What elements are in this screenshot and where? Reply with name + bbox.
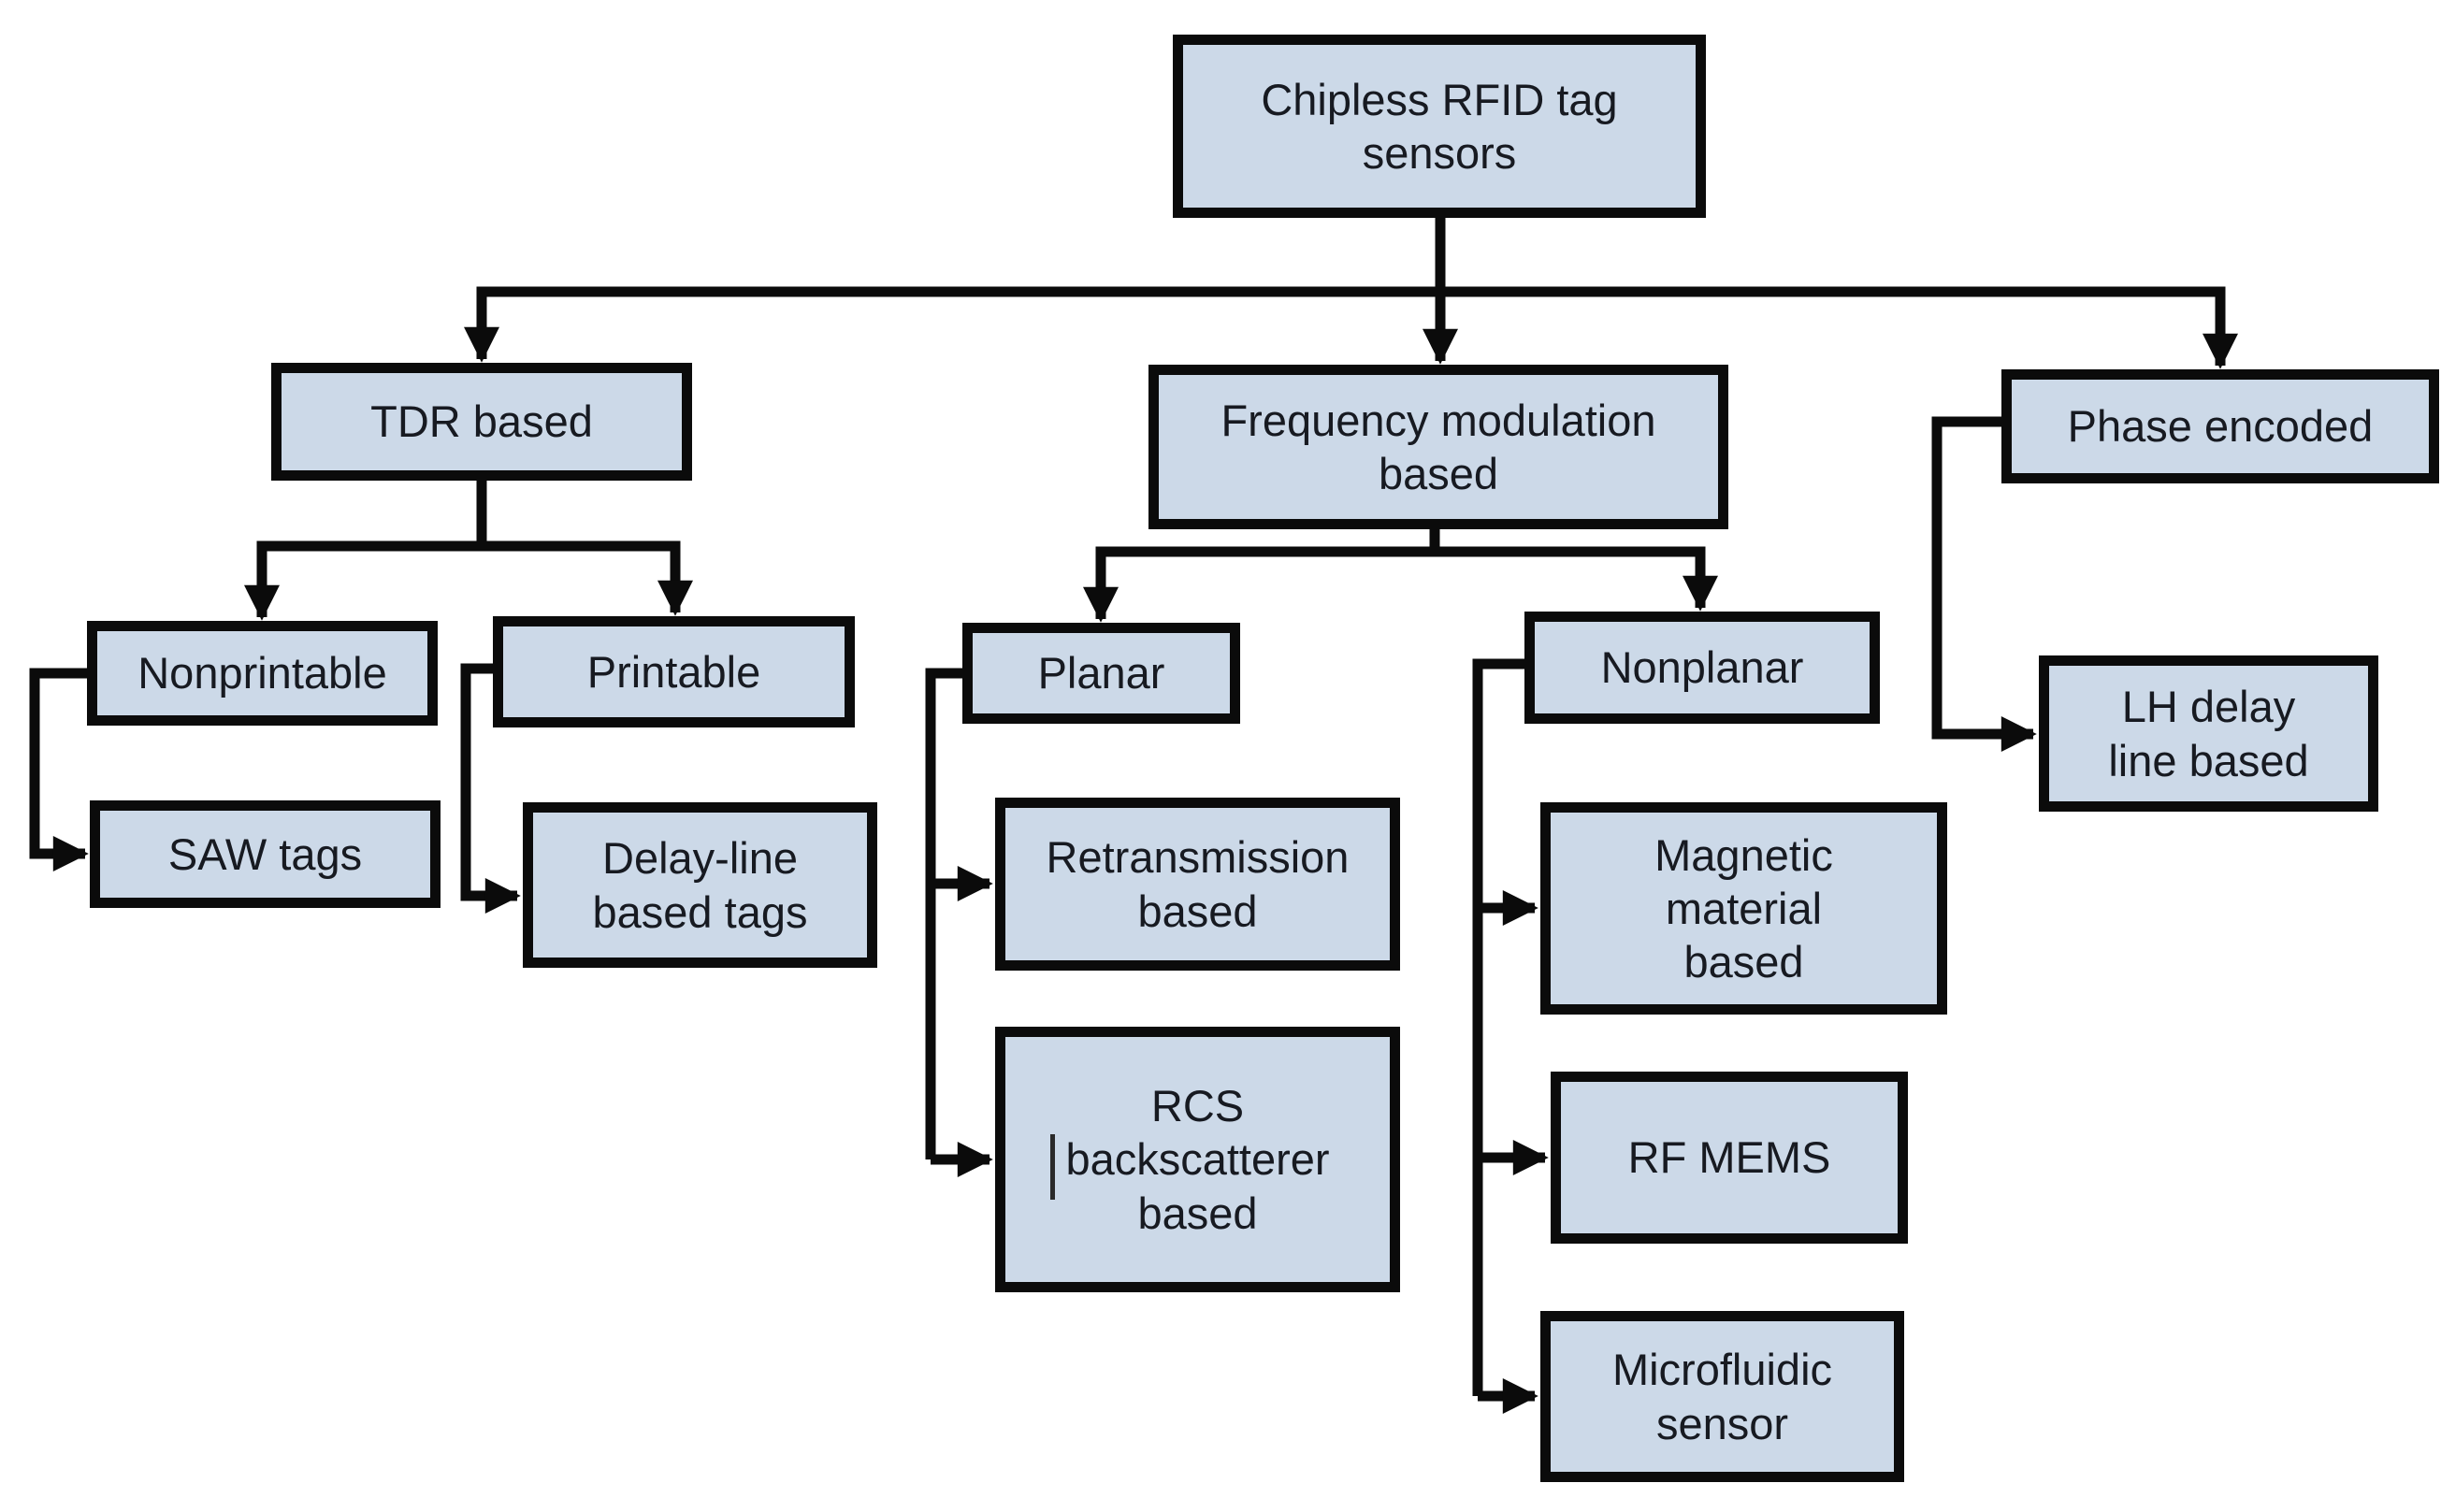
text-cursor-artifact bbox=[1049, 1134, 1055, 1200]
node-planar: Planar bbox=[962, 623, 1240, 724]
node-freq-mod-label: Frequency modulation based bbox=[1220, 395, 1656, 498]
node-chipless-rfid-tag-sensors: Chipless RFID tag sensors bbox=[1173, 35, 1706, 218]
node-phase-label: Phase encoded bbox=[2067, 401, 2374, 452]
node-retransmission-based: Retransmission based bbox=[995, 798, 1400, 971]
node-rf-mems: RF MEMS bbox=[1551, 1072, 1908, 1244]
connector-nonprintable-saw bbox=[29, 668, 94, 871]
node-nonprintable-label: Nonprintable bbox=[137, 648, 387, 698]
connector-planar-stem bbox=[925, 668, 969, 1159]
node-chipless-label: Chipless RFID tag sensors bbox=[1261, 74, 1618, 178]
node-retransmission-label: Retransmission based bbox=[1046, 832, 1350, 936]
node-nonplanar: Nonplanar bbox=[1524, 612, 1880, 724]
node-tdr-based: TDR based bbox=[271, 363, 692, 481]
node-lh-delay-label: LH delay line based bbox=[2108, 682, 2309, 785]
node-rcs-label: RCS backscatterer based bbox=[1065, 1081, 1330, 1238]
node-printable-label: Printable bbox=[586, 646, 761, 697]
node-saw-tags: SAW tags bbox=[90, 800, 441, 908]
node-delay-line-label: Delay-line based tags bbox=[592, 833, 808, 937]
node-tdr-label: TDR based bbox=[370, 396, 593, 447]
node-delay-line-based-tags: Delay-line based tags bbox=[523, 802, 877, 968]
node-nonplanar-label: Nonplanar bbox=[1600, 642, 1804, 693]
connector-phase-lh bbox=[1931, 416, 2037, 752]
node-rcs-backscatterer-based: RCS backscatterer based bbox=[995, 1027, 1400, 1292]
node-planar-label: Planar bbox=[1037, 648, 1165, 698]
connector-printable-delay bbox=[460, 663, 521, 914]
node-frequency-modulation-based: Frequency modulation based bbox=[1148, 365, 1728, 529]
connector-nonplanar-stem bbox=[1472, 658, 1531, 1396]
node-magnetic-material-based: Magnetic material based bbox=[1540, 802, 1947, 1015]
node-nonprintable: Nonprintable bbox=[87, 621, 438, 726]
node-lh-delay-line-based: LH delay line based bbox=[2039, 655, 2378, 812]
node-saw-label: SAW tags bbox=[167, 828, 363, 879]
node-microfluidic-sensor: Microfluidic sensor bbox=[1540, 1311, 1904, 1482]
node-phase-encoded: Phase encoded bbox=[2001, 369, 2439, 483]
node-rf-mems-label: RF MEMS bbox=[1627, 1132, 1831, 1183]
node-microfluidic-label: Microfluidic sensor bbox=[1611, 1345, 1833, 1448]
node-printable: Printable bbox=[493, 616, 855, 727]
node-magnetic-label: Magnetic material based bbox=[1654, 829, 1833, 987]
